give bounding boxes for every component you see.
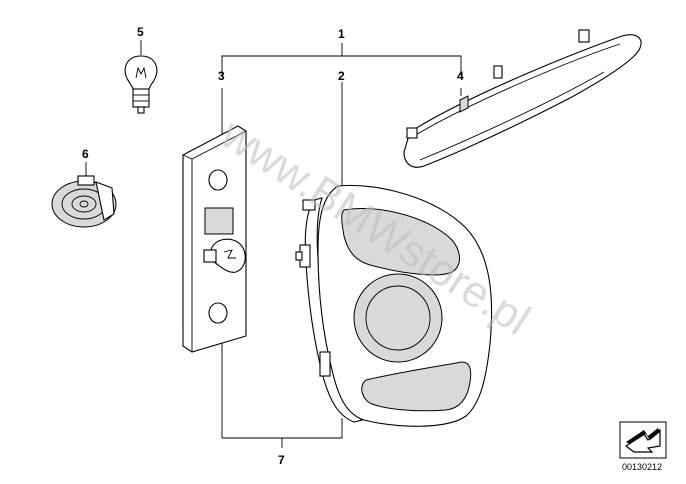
brake-light-part-4 [403,29,642,168]
callout-4: 4 [457,69,464,83]
bulb-part-5 [124,55,158,114]
callout-5: 5 [137,25,144,39]
callout-3: 3 [218,69,225,83]
callout-1: 1 [338,27,345,41]
side-marker-part-6 [51,175,117,228]
tail-light-part-2 [295,184,493,427]
callout-7: 7 [278,453,285,467]
reference-code: 00130212 [622,462,662,472]
bulb-carrier-part-3 [182,125,247,353]
corner-arrow-icon [619,421,667,459]
callout-2: 2 [338,69,345,83]
callout-6: 6 [82,147,89,161]
